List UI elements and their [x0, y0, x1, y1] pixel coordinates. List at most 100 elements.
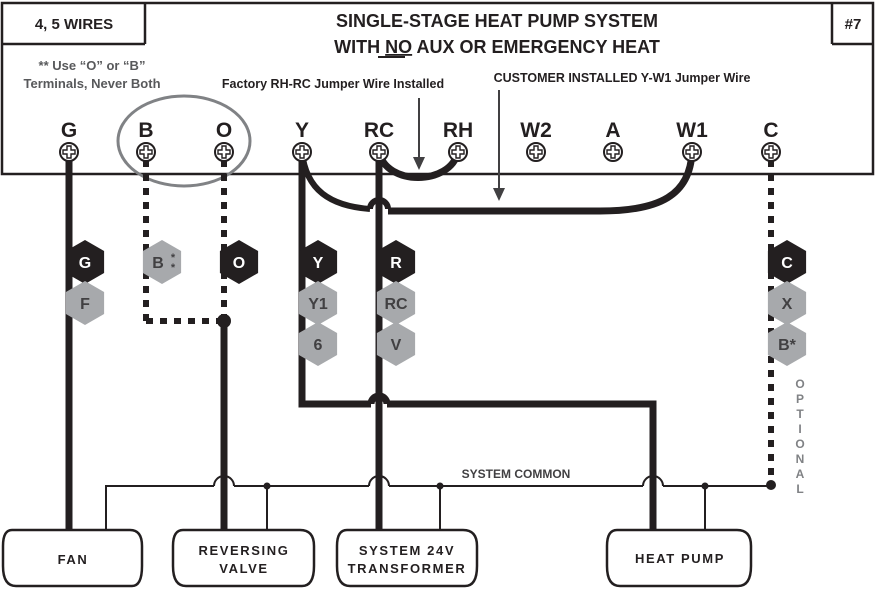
hexagon-icon — [65, 240, 105, 284]
common-hop-heatpump — [642, 475, 664, 487]
fan-label: FAN — [58, 552, 89, 567]
wire-tag-y-y: Y — [298, 240, 338, 284]
reversing-common-dot — [263, 482, 271, 490]
screw-terminal-icon — [448, 142, 468, 162]
title-line2-no: NO — [385, 37, 412, 57]
wire-tag-label: G — [79, 255, 91, 272]
y-wire — [298, 152, 371, 408]
terminal-label: RC — [364, 119, 394, 142]
asterisk-icon: * — [171, 252, 176, 264]
wire-tag-label: F — [80, 296, 90, 313]
terminal-label: B — [138, 119, 153, 142]
wire-tag-label: R — [390, 255, 402, 272]
terminal-label: O — [216, 119, 232, 142]
wire-tag-g-f: F — [65, 281, 105, 325]
factory-jumper-arrowhead — [413, 157, 425, 170]
ob-note-line2: Terminals, Never Both — [23, 76, 160, 91]
terminal-label: G — [61, 119, 77, 142]
screw-terminal-icon — [761, 142, 781, 162]
system-common-line — [105, 475, 771, 530]
terminal-label: Y — [295, 119, 309, 142]
wire-tag-r-r: R — [376, 240, 416, 284]
wire-tag-label: RC — [384, 296, 408, 313]
wire-tag-r-rc: RC — [376, 281, 416, 325]
diagram-title-line2: WITH NO AUX OR EMERGENCY HEAT — [334, 37, 660, 57]
title-line2-pre: WITH — [334, 37, 385, 57]
terminal-o: O — [214, 119, 234, 162]
wire-tag-label: Y1 — [308, 296, 328, 313]
fan-box — [1, 528, 144, 588]
terminal-label: A — [605, 119, 620, 142]
devices: FAN REVERSING VALVE SYSTEM 24V TRANSFORM… — [1, 528, 753, 588]
title-line2-post: AUX OR EMERGENCY HEAT — [412, 37, 660, 57]
wire-tag-c-c: C — [767, 240, 807, 284]
hexagon-icon — [298, 322, 338, 366]
diagram-number: #7 — [845, 16, 862, 33]
optional-letter: I — [798, 422, 801, 436]
screw-terminal-icon — [682, 142, 702, 162]
optional-letter: O — [795, 377, 804, 391]
terminal-rh: RH — [443, 119, 473, 162]
common-hop-transformer — [368, 475, 390, 487]
terminal-g: G — [59, 119, 79, 162]
terminal-rc: RC — [364, 119, 394, 162]
optional-letter: N — [796, 452, 805, 466]
terminal-w1: W1 — [676, 119, 708, 162]
hexagon-icon — [376, 281, 416, 325]
system-common-label: SYSTEM COMMON — [462, 467, 571, 481]
transformer-label-line1: SYSTEM 24V — [359, 543, 455, 558]
hexagon-icon — [376, 322, 416, 366]
wire-tag-label: O — [233, 255, 245, 272]
wire-tag-c-bstar: B* — [767, 322, 807, 366]
ob-terminals-ellipse — [116, 94, 252, 188]
device-fan: FAN — [1, 528, 144, 588]
terminal-b: B — [136, 119, 156, 162]
heat-pump-common-dot — [701, 482, 709, 490]
reversing-valve-box — [171, 528, 316, 588]
wire-tag-label: Y — [313, 255, 324, 272]
customer-jumper-arrowhead — [493, 188, 505, 201]
y-to-heat-pump-wire — [387, 400, 657, 530]
screw-terminal-icon — [603, 142, 623, 162]
common-fan-segment — [105, 485, 214, 530]
y-w1-jumper-left — [299, 151, 371, 212]
screw-terminal-icon — [59, 142, 79, 162]
terminal-label: W1 — [676, 119, 708, 142]
customer-jumper-note: CUSTOMER INSTALLED Y-W1 Jumper Wire — [494, 71, 751, 85]
terminal-y: Y — [292, 119, 312, 162]
hexagon-icon — [298, 240, 338, 284]
heat-pump-box — [605, 528, 753, 588]
reversing-valve-label-line1: REVERSING — [199, 543, 290, 558]
terminal-label: RH — [443, 119, 473, 142]
wires — [65, 150, 776, 530]
wire-tag-label: X — [782, 296, 793, 313]
hexagon-icon — [65, 281, 105, 325]
common-hop-reversing — [213, 475, 235, 487]
hexagon-icon — [767, 281, 807, 325]
terminal-a: A — [603, 119, 623, 162]
wire-tag-o-o: O — [219, 240, 259, 284]
screw-terminal-icon — [526, 142, 546, 162]
wire-tag-label: V — [391, 337, 402, 354]
wire-tag-label: 6 — [314, 337, 323, 354]
wire-tag-c-x: X — [767, 281, 807, 325]
hexagon-icon — [219, 240, 259, 284]
factory-jumper-note: Factory RH-RC Jumper Wire Installed — [222, 77, 444, 91]
y-w1-jumper-right — [388, 151, 696, 215]
notes: ** Use “O” or “B” Terminals, Never Both … — [23, 58, 750, 91]
transformer-common-dot — [436, 482, 444, 490]
ob-note-line1: ** Use “O” or “B” — [39, 58, 146, 73]
transformer-box — [335, 528, 479, 588]
terminal-w2: W2 — [520, 119, 552, 162]
rh-rc-factory-jumper — [375, 150, 462, 181]
optional-letter: P — [796, 392, 804, 406]
transformer-label-line2: TRANSFORMER — [348, 561, 467, 576]
terminal-label: W2 — [520, 119, 552, 142]
hexagon-icon — [767, 240, 807, 284]
hexagon-icon — [298, 281, 338, 325]
wire-tag-label: B* — [778, 337, 797, 354]
screw-terminal-icon — [214, 142, 234, 162]
